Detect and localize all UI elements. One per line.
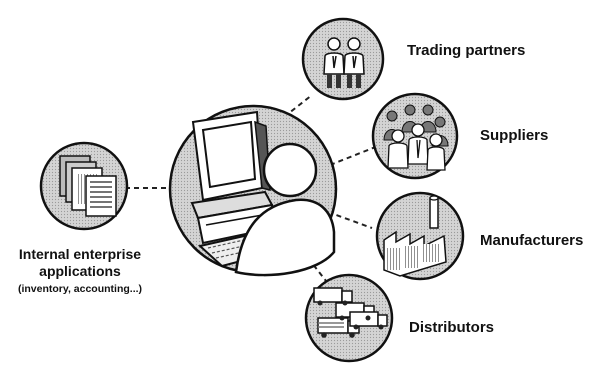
- people-pair-icon: [301, 17, 385, 101]
- trucks-icon: [304, 273, 394, 363]
- suppliers-label: Suppliers: [480, 127, 549, 144]
- crowd-icon: [371, 92, 459, 180]
- trading-partners-label: Trading partners: [407, 42, 526, 59]
- internal-label-line1: Internal enterprise: [18, 246, 142, 262]
- connector-suppliers: [329, 145, 379, 166]
- factory-icon: [375, 191, 465, 281]
- distributors-label: Distributors: [409, 319, 495, 336]
- connector-manufacturers: [327, 211, 373, 229]
- manufacturers-label: Manufacturers: [480, 232, 584, 249]
- documents-icon: [39, 141, 129, 231]
- computer-user-icon: [168, 104, 338, 277]
- internal-enterprise-sublabel: (inventory, accounting...): [17, 283, 143, 295]
- internal-label-line2: applications: [39, 263, 121, 279]
- internal-enterprise-label: Internal enterprise applications: [6, 246, 154, 280]
